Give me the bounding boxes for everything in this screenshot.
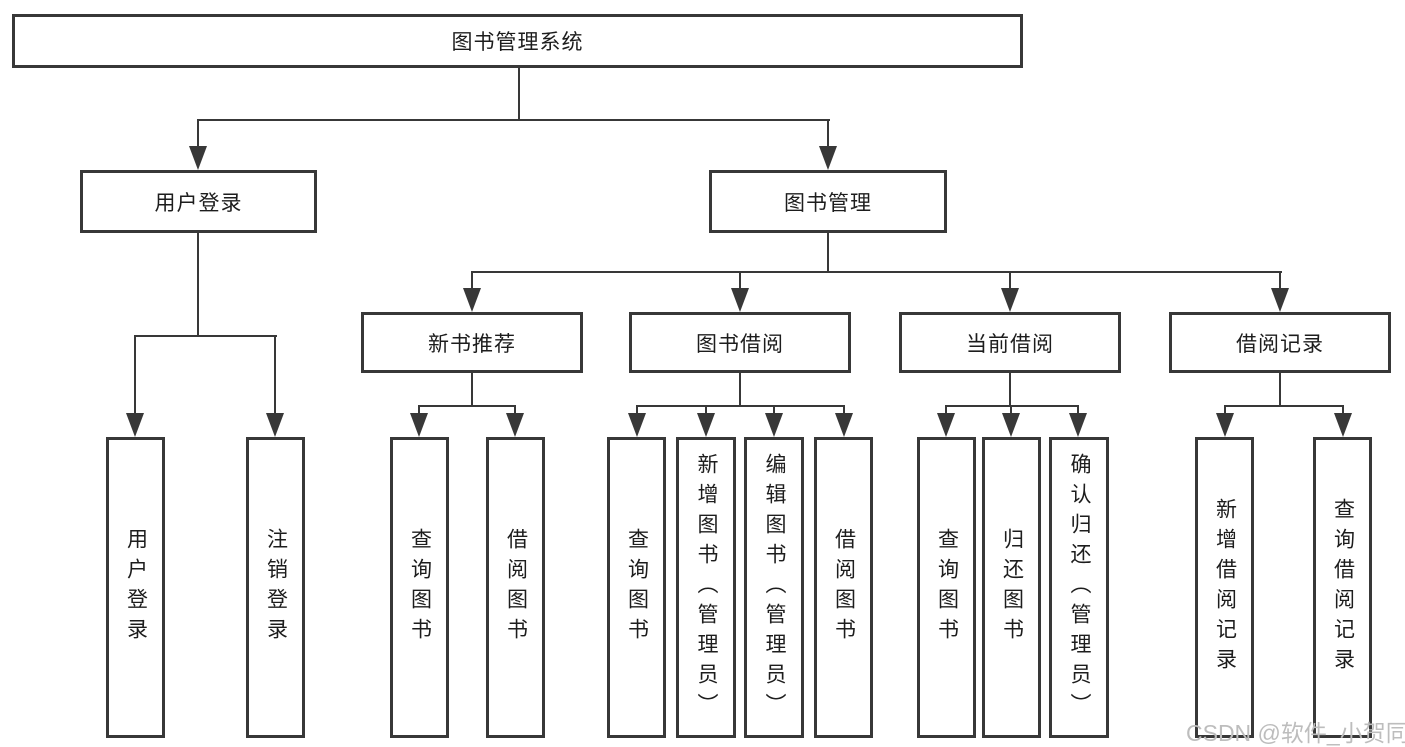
leaf-borrow-books-recommend: 借阅图书 (486, 437, 545, 738)
arrow-down-icon (765, 413, 783, 437)
arrow-down-icon (126, 413, 144, 437)
arrow-down-icon (937, 413, 955, 437)
node-library-system: 图书管理系统 (12, 14, 1023, 68)
leaf-query-books-borrow: 查询图书 (607, 437, 666, 738)
connector-line (945, 405, 1079, 407)
connector-line (274, 335, 276, 417)
leaf-label: 查询图书 (625, 527, 649, 648)
leaf-query-books-current: 查询图书 (917, 437, 976, 738)
node-book-borrow: 图书借阅 (629, 312, 851, 373)
leaf-label: 用户登录 (124, 527, 148, 648)
leaf-add-borrow-record: 新增借阅记录 (1195, 437, 1254, 738)
node-book-management: 图书管理 (709, 170, 947, 233)
connector-line (471, 373, 473, 407)
leaf-return-books: 归还图书 (982, 437, 1041, 738)
connector-line (827, 119, 829, 150)
connector-line (518, 66, 520, 121)
leaf-label: 归还图书 (1000, 527, 1024, 648)
leaf-label: 查询图书 (935, 527, 959, 648)
arrow-down-icon (1334, 413, 1352, 437)
connector-line (418, 405, 420, 417)
connector-line (1279, 271, 1281, 293)
arrow-down-icon (1001, 288, 1019, 312)
connector-line (705, 405, 707, 417)
arrow-down-icon (835, 413, 853, 437)
arrow-down-icon (819, 146, 837, 170)
leaf-confirm-return-admin: 确认归还（管理员） (1049, 437, 1109, 738)
arrow-down-icon (266, 413, 284, 437)
leaf-add-book-admin: 新增图书（管理员） (676, 437, 736, 738)
leaf-user-login: 用户登录 (106, 437, 165, 738)
connector-line (134, 335, 277, 337)
connector-line (636, 405, 638, 417)
connector-line (636, 405, 845, 407)
connector-line (418, 405, 516, 407)
arrow-down-icon (628, 413, 646, 437)
leaf-label: 新增图书（管理员） (695, 452, 719, 723)
arrow-down-icon (1002, 413, 1020, 437)
leaf-query-borrow-record: 查询借阅记录 (1313, 437, 1372, 738)
arrow-down-icon (731, 288, 749, 312)
connector-line (1010, 405, 1012, 417)
connector-line (1224, 405, 1344, 407)
connector-line (514, 405, 516, 417)
leaf-label: 编辑图书（管理员） (763, 452, 787, 723)
connector-line (773, 405, 775, 417)
leaf-label: 确认归还（管理员） (1068, 452, 1092, 723)
node-new-book-recommend: 新书推荐 (361, 312, 583, 373)
arrow-down-icon (697, 413, 715, 437)
connector-line (134, 335, 136, 417)
connector-line (197, 119, 199, 150)
leaf-label: 查询图书 (408, 527, 432, 648)
arrow-down-icon (1271, 288, 1289, 312)
arrow-down-icon (189, 146, 207, 170)
arrow-down-icon (1069, 413, 1087, 437)
connector-line (471, 271, 1282, 273)
connector-line (1009, 271, 1011, 293)
connector-line (945, 405, 947, 417)
leaf-label: 借阅图书 (832, 527, 856, 648)
leaf-label: 借阅图书 (504, 527, 528, 648)
connector-line (1009, 373, 1011, 407)
node-current-borrow: 当前借阅 (899, 312, 1121, 373)
connector-line (739, 271, 741, 293)
node-user-login: 用户登录 (80, 170, 317, 233)
connector-line (739, 373, 741, 407)
leaf-logout: 注销登录 (246, 437, 305, 738)
arrow-down-icon (463, 288, 481, 312)
arrow-down-icon (1216, 413, 1234, 437)
connector-line (197, 233, 199, 337)
connector-line (827, 233, 829, 273)
arrow-down-icon (506, 413, 524, 437)
leaf-query-books-recommend: 查询图书 (390, 437, 449, 738)
leaf-edit-book-admin: 编辑图书（管理员） (744, 437, 804, 738)
connector-line (1224, 405, 1226, 417)
arrow-down-icon (410, 413, 428, 437)
leaf-label: 注销登录 (264, 527, 288, 648)
watermark-text: CSDN @软件_小贺同学 (1186, 720, 1405, 746)
leaf-borrow-books-borrow: 借阅图书 (814, 437, 873, 738)
leaf-label: 查询借阅记录 (1331, 497, 1355, 678)
connector-line (843, 405, 845, 417)
connector-line (1342, 405, 1344, 417)
connector-line (1077, 405, 1079, 417)
connector-line (1279, 373, 1281, 407)
connector-line (197, 119, 830, 121)
connector-line (471, 271, 473, 293)
leaf-label: 新增借阅记录 (1213, 497, 1237, 678)
node-borrow-records: 借阅记录 (1169, 312, 1391, 373)
